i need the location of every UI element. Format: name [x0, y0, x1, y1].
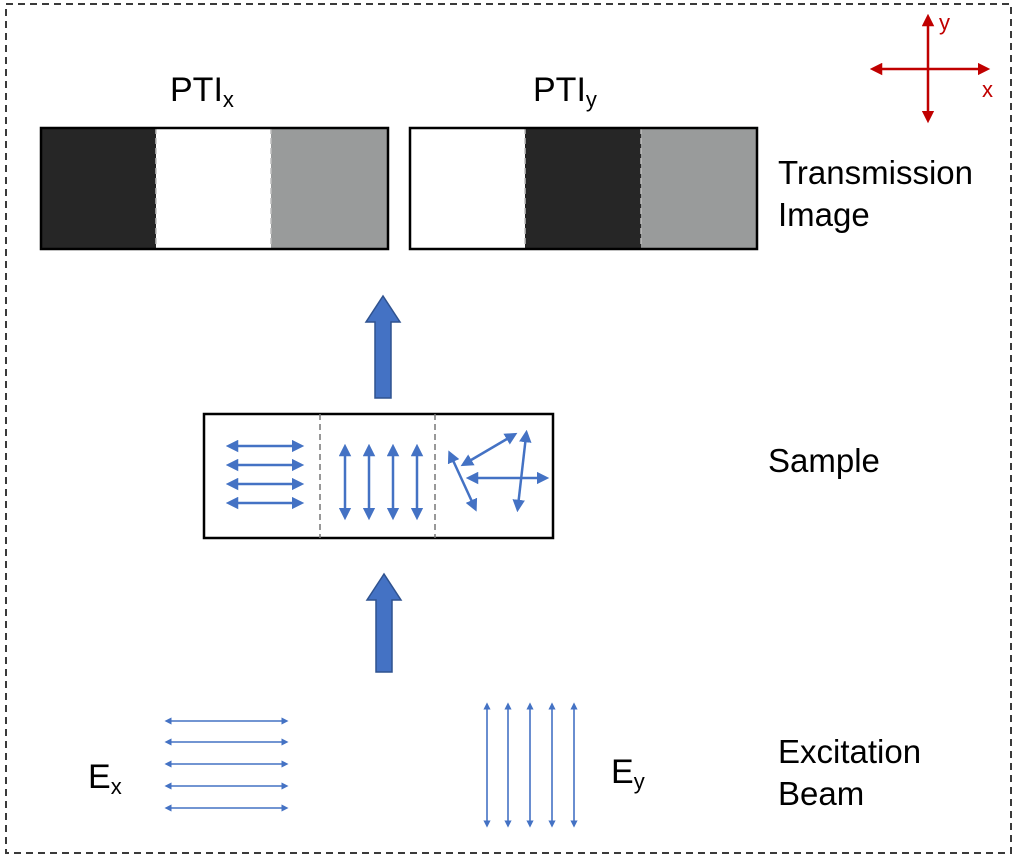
xy-axes-icon [869, 13, 991, 124]
transmission-image-y [408, 126, 759, 251]
double-headed-arrow-icon [338, 443, 424, 521]
outer-dashed-frame [5, 3, 1012, 854]
pti-y-label: PTIy [533, 71, 597, 112]
sample-box [202, 412, 555, 540]
double-headed-arrow-icon [447, 429, 550, 513]
pti-x-label: PTIx [170, 71, 234, 112]
transmission-y-segment [410, 128, 525, 249]
transmission-y-segment [641, 128, 757, 249]
excitation-beam-label: Excitation Beam [778, 733, 922, 812]
up-arrow-icon [365, 572, 403, 673]
axis-x-label: x [982, 77, 993, 102]
transmission-x-segment [271, 128, 388, 249]
sample-label: Sample [768, 442, 880, 479]
transmission-x-segment [156, 128, 271, 249]
up-arrow-icon [364, 294, 402, 399]
transmission-x-segment [41, 128, 156, 249]
ex-beam-arrows [164, 717, 289, 812]
transmission-image-x [39, 126, 390, 251]
axis-y-label: y [939, 10, 950, 35]
double-headed-arrow-icon [225, 439, 305, 510]
ey-beam-arrows [483, 702, 578, 828]
ey-label: Ey [611, 753, 645, 794]
transmission-y-segment [525, 128, 641, 249]
ex-label: Ex [88, 758, 122, 799]
transmission-image-label: Transmission Image [778, 154, 973, 233]
